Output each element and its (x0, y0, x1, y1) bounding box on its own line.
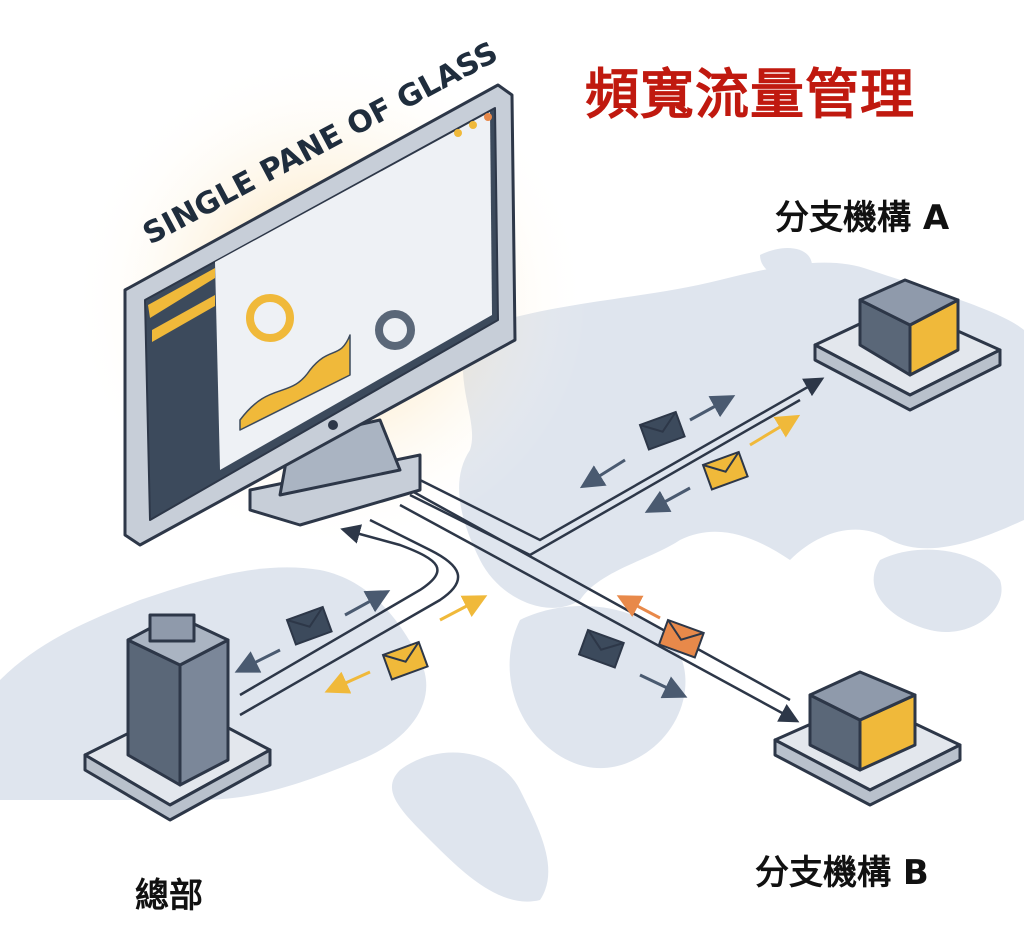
link-to-hq-out (239, 518, 460, 717)
label-branch-b: 分支機構 B (755, 853, 929, 893)
envelope-icon (285, 605, 333, 646)
label-headquarters: 總部 (135, 876, 203, 916)
page-title: 頻寬流量管理 (585, 63, 915, 126)
envelope-icon (701, 450, 749, 491)
branch-a-building (813, 278, 1002, 412)
envelope-icon (657, 618, 705, 659)
link-to-branch-a-out (419, 377, 825, 542)
envelope-icon (577, 628, 625, 669)
envelope-icon (381, 640, 429, 681)
headquarters-building (83, 613, 272, 822)
link-to-branch-b-in (409, 488, 791, 702)
monitor (123, 83, 517, 547)
branch-b-building (773, 670, 962, 807)
label-branch-a: 分支機構 A (775, 198, 950, 238)
envelopes (285, 410, 749, 681)
link-to-hq-in (239, 524, 439, 697)
link-to-branch-b-out (399, 503, 800, 723)
connection-lines (239, 377, 825, 723)
envelope-icon (638, 410, 686, 451)
